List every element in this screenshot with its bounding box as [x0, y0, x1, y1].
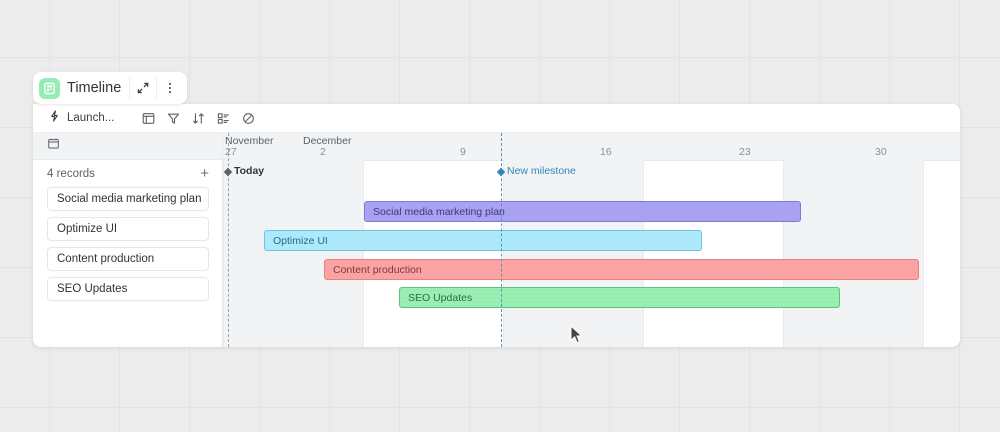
bar-seo-updates[interactable]: SEO Updates — [399, 287, 840, 308]
record-item[interactable]: Optimize UI — [47, 217, 209, 241]
records-summary-row: 4 records + — [33, 160, 222, 187]
bar-optimize-ui[interactable]: Optimize UI — [264, 230, 702, 251]
filter-icon[interactable] — [167, 112, 180, 125]
bar-content-production[interactable]: Content production — [324, 259, 919, 280]
lightning-icon — [49, 109, 60, 127]
group-icon[interactable] — [217, 112, 230, 125]
expand-icon[interactable] — [129, 76, 156, 100]
week-separator — [643, 160, 644, 347]
new-milestone-marker-line — [501, 133, 502, 347]
table-grid-icon — [39, 77, 60, 99]
record-item[interactable]: SEO Updates — [47, 277, 209, 301]
gantt-grid — [223, 160, 960, 347]
records-count-label: 4 records — [47, 167, 95, 180]
today-marker-label[interactable]: Today — [234, 165, 265, 177]
record-item[interactable]: Content production — [47, 247, 209, 271]
week-band — [223, 160, 363, 347]
today-marker-line — [228, 133, 229, 347]
day-tick-label: 23 — [739, 146, 751, 158]
page-title: Timeline — [67, 80, 122, 96]
day-tick-label: 27 — [225, 146, 237, 158]
week-separator — [363, 160, 364, 347]
launch-label: Launch... — [67, 112, 115, 124]
gantt-chart[interactable]: November December 27 2 9 16 30 23 Today New mile… — [223, 133, 960, 347]
record-item[interactable]: Social media marketing plan — [47, 187, 209, 211]
sort-icon[interactable] — [192, 112, 205, 125]
hide-fields-icon[interactable] — [242, 112, 255, 125]
month-label: December — [303, 135, 352, 147]
week-band — [503, 133, 643, 160]
week-band — [783, 133, 923, 160]
add-record-button[interactable]: + — [200, 165, 209, 182]
toolbar: Launch... — [33, 104, 960, 133]
day-tick-label: 9 — [460, 146, 466, 158]
records-panel-header — [33, 133, 222, 160]
timeline-card: Launch... — [33, 104, 960, 347]
toolbar-icon-group — [142, 112, 255, 125]
week-separator — [783, 160, 784, 347]
bar-social-media-marketing-plan[interactable]: Social media marketing plan — [364, 201, 801, 222]
week-separator — [503, 160, 504, 347]
calendar-icon — [47, 137, 60, 155]
new-milestone-marker-label[interactable]: New milestone — [507, 165, 576, 177]
week-band — [503, 160, 643, 347]
day-tick-label: 30 — [875, 146, 887, 158]
day-tick-label: 2 — [320, 146, 326, 158]
month-label: November — [225, 135, 274, 147]
week-separator — [923, 160, 924, 347]
day-tick-label: 16 — [600, 146, 612, 158]
more-options-icon[interactable] — [156, 76, 183, 100]
week-separator — [223, 160, 224, 347]
week-band — [223, 133, 363, 160]
timeline-date-header: November December 27 2 9 16 30 23 — [223, 133, 960, 161]
week-band — [783, 160, 923, 347]
window-title-bar: Timeline — [33, 72, 188, 104]
timeline-app-window: Timeline Launch... — [33, 72, 960, 347]
fields-icon[interactable] — [142, 112, 155, 125]
launch-button[interactable]: Launch... — [49, 109, 114, 127]
